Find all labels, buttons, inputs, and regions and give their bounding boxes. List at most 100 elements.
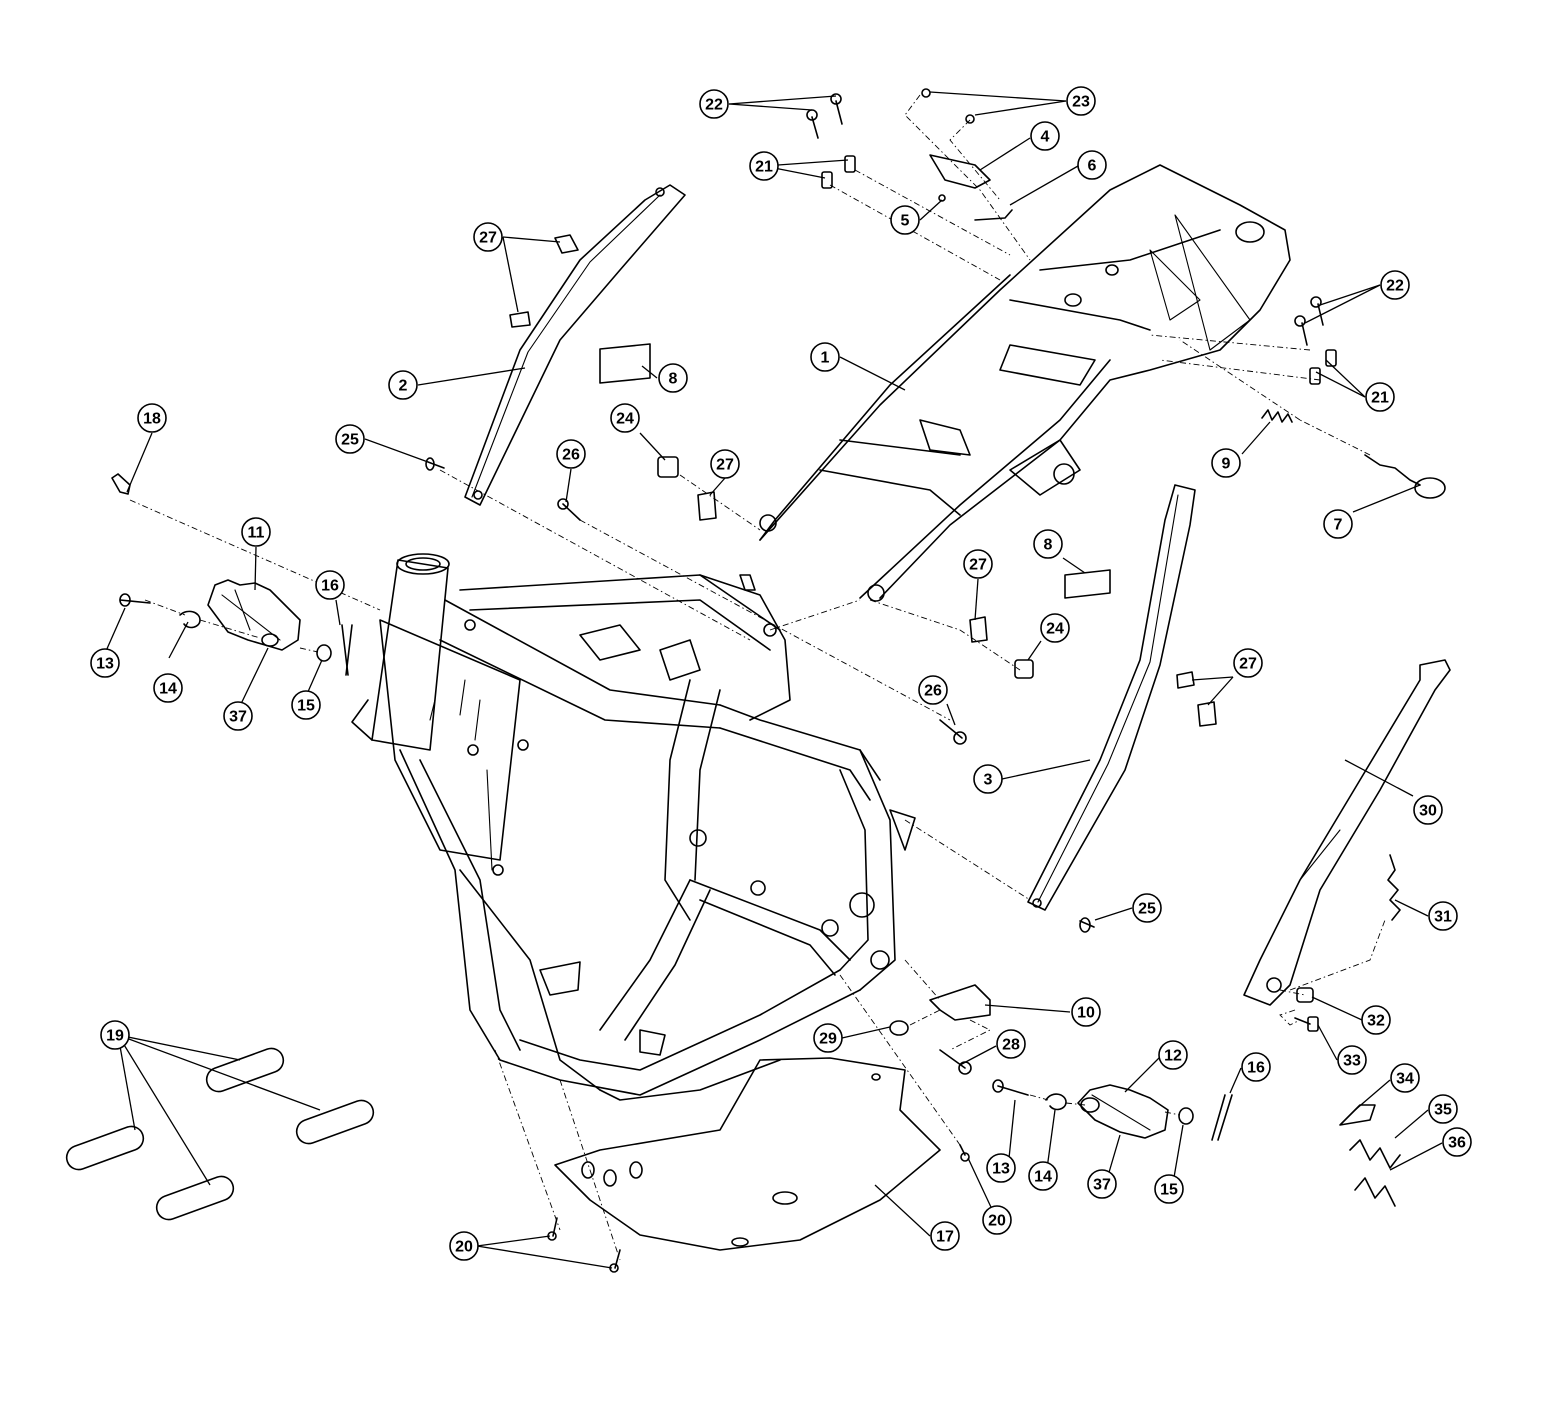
callout-circle [1323,509,1353,539]
callout-15: 15 [1154,1174,1184,1204]
callout-circle [1211,448,1241,478]
callout-number: 27 [1239,656,1257,673]
callout-16: 16 [315,570,345,600]
callout-number: 28 [1002,1037,1020,1054]
callout-37: 37 [223,701,253,731]
callout-number: 6 [1088,158,1097,175]
callout-circle [1040,613,1070,643]
callout-circle [1361,1005,1391,1035]
callout-1: 1 [810,342,840,372]
callout-number: 24 [616,411,634,428]
side-stand [1243,659,1451,1006]
callout-circle [1233,648,1263,678]
callout-37: 37 [1087,1169,1117,1199]
callout-circle [986,1153,1016,1183]
callout-number: 31 [1434,909,1452,926]
callout-circle [137,403,167,433]
callout-number: 11 [248,525,265,542]
callout-circle [813,1023,843,1053]
callout-25: 25 [1132,893,1162,923]
callout-circle [699,89,729,119]
callout-circle [90,648,120,678]
callout-number: 7 [1334,517,1343,534]
callout-number: 8 [669,371,678,388]
callout-circle [1380,270,1410,300]
callout-26: 26 [918,675,948,705]
callout-number: 9 [1222,456,1231,473]
callout-35: 35 [1428,1094,1458,1124]
callout-number: 2 [399,378,408,395]
assembly-lines [129,94,1386,1261]
callout-circle [100,1020,130,1050]
frame-rail-right [1027,484,1196,911]
callout-number: 14 [159,681,177,698]
callout-number: 3 [984,772,993,789]
callout-number: 10 [1077,1005,1095,1022]
small-parts [111,88,1446,1273]
callout-number: 36 [1448,1135,1466,1152]
callout-number: 16 [321,578,339,595]
callout-circle [749,151,779,181]
callout-22: 22 [699,89,729,119]
footpeg-right [992,1079,1194,1139]
callout-number: 22 [705,97,723,114]
callout-circle [810,342,840,372]
callout-circle [1132,893,1162,923]
callout-number: 1 [821,350,830,367]
callout-number: 34 [1396,1071,1414,1088]
callout-number: 21 [755,159,773,176]
callout-17: 17 [930,1221,960,1251]
callout-13: 13 [986,1153,1016,1183]
callout-29: 29 [813,1023,843,1053]
callout-number: 23 [1072,94,1090,111]
callout-27: 27 [1233,648,1263,678]
callout-circle [1337,1045,1367,1075]
callout-number: 30 [1419,803,1437,820]
callout-circle [241,517,271,547]
callout-circle [315,570,345,600]
callout-14: 14 [1028,1161,1058,1191]
footpeg-left [119,579,332,662]
callout-circle [1154,1174,1184,1204]
callout-circle [1066,86,1096,116]
callout-number: 20 [988,1213,1006,1230]
callout-36: 36 [1442,1127,1472,1157]
callout-28: 28 [996,1029,1026,1059]
callout-circle [1071,997,1101,1027]
callout-number: 29 [819,1031,837,1048]
callout-circle [556,439,586,469]
callout-number: 25 [1138,901,1156,918]
callout-number: 24 [1046,621,1064,638]
callout-circle [1390,1063,1420,1093]
callout-12: 12 [1158,1040,1188,1070]
callout-circle [1365,382,1395,412]
callout-circle [918,675,948,705]
callout-number: 37 [229,709,247,726]
callout-circle [963,549,993,579]
callout-circle [1158,1040,1188,1070]
callout-25: 25 [335,424,365,454]
skid-plate [554,1057,941,1251]
callout-number: 35 [1434,1102,1452,1119]
callout-number: 26 [924,683,942,700]
callout-circle [335,424,365,454]
callout-number: 27 [969,557,987,574]
callout-number: 15 [297,698,315,715]
callout-number: 32 [1367,1013,1385,1030]
callout-21: 21 [749,151,779,181]
callout-30: 30 [1413,795,1443,825]
callout-33: 33 [1337,1045,1367,1075]
callout-circle [610,403,640,433]
callout-circle [1030,121,1060,151]
callout-circle [1028,1161,1058,1191]
callout-number: 12 [1164,1048,1182,1065]
callout-circle [449,1231,479,1261]
callout-27: 27 [963,549,993,579]
callout-number: 4 [1041,129,1050,146]
callout-circle [982,1205,1012,1235]
callout-14: 14 [153,673,183,703]
callout-circle [1241,1052,1271,1082]
callout-number: 19 [106,1028,124,1045]
